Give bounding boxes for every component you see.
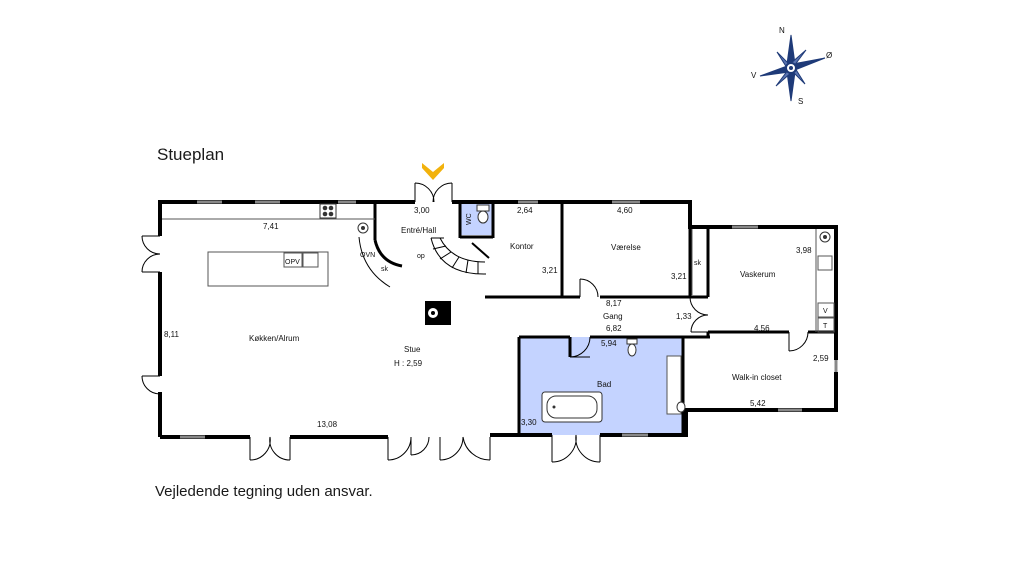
room-living: Stue	[404, 345, 421, 354]
bathtub-icon	[541, 391, 603, 423]
dim-walkin-bottom: 5,42	[750, 399, 766, 408]
stair-curve	[358, 236, 391, 288]
room-bath: Bad	[597, 380, 611, 389]
cooktop-icon	[319, 203, 337, 219]
dim-corridor-top: 8,17	[606, 299, 622, 308]
room-bedroom: Værelse	[611, 243, 641, 252]
dim-hall-top: 3,00	[414, 206, 430, 215]
dim-office-top: 2,64	[517, 206, 533, 215]
dim-bath-side: 3,30	[521, 418, 537, 427]
dim-office-side: 3,21	[542, 266, 558, 275]
room-corridor: Gang	[603, 312, 623, 321]
stair-curved-wall	[373, 239, 403, 268]
doors	[141, 182, 809, 463]
wc-toilet-icon	[476, 204, 490, 224]
compass-w: V	[751, 71, 757, 80]
sink-icon	[676, 401, 686, 413]
label-op: op	[417, 253, 425, 260]
entry-staircase	[430, 237, 490, 275]
compass-n: N	[779, 26, 785, 35]
room-kitchen: Køkken/Alrum	[249, 334, 300, 343]
compass-rose-icon: N Ø S V	[751, 26, 832, 106]
disclaimer: Vejledende tegning uden ansvar.	[155, 483, 373, 500]
dim-kitchen-left: 8,11	[164, 330, 180, 339]
label-sk-laundry: sk	[694, 260, 702, 267]
label-dryer: T	[823, 323, 828, 330]
windows	[180, 200, 838, 439]
kitchen-counter	[162, 218, 375, 287]
toilet-icon	[626, 338, 638, 357]
dim-laundry-bottom: 4,56	[754, 324, 770, 333]
laundry-fan-icon	[819, 231, 831, 243]
dim-corridor-bottom: 6,82	[606, 324, 622, 333]
label-sk-stair: sk	[381, 266, 389, 273]
label-washer: V	[823, 308, 828, 315]
dim-bedroom-side: 3,21	[671, 272, 687, 281]
dim-laundry-top: 3,98	[796, 246, 812, 255]
label-ovn: OVN	[360, 252, 375, 259]
exterior-walls	[158, 200, 838, 439]
room-living-height: H : 2,59	[394, 359, 423, 368]
room-hall: Entré/Hall	[401, 226, 436, 235]
room-laundry: Vaskerum	[740, 270, 776, 279]
label-opv: OPV	[285, 259, 300, 266]
dim-bedroom-top: 4,60	[617, 206, 633, 215]
compass-s: S	[798, 97, 803, 106]
dim-corridor-side: 1,33	[676, 312, 692, 321]
plan-title: Stueplan	[157, 145, 225, 164]
label-wc: WC	[466, 213, 473, 225]
compass-e: Ø	[826, 51, 832, 60]
room-office: Kontor	[510, 242, 534, 251]
dim-walkin-side: 2,59	[813, 354, 829, 363]
bath-cabinet	[666, 355, 682, 415]
fan-icon	[357, 222, 369, 234]
stove-icon	[425, 301, 451, 325]
interior-walls	[373, 202, 836, 435]
laundry-fixtures	[815, 229, 835, 333]
room-walkin: Walk-in closet	[732, 373, 782, 382]
dim-bath-top: 5,94	[601, 339, 617, 348]
dim-kitchen-top: 7,41	[263, 222, 279, 231]
dim-living-bottom: 13,08	[317, 420, 338, 429]
entry-arrow-icon	[422, 163, 444, 180]
